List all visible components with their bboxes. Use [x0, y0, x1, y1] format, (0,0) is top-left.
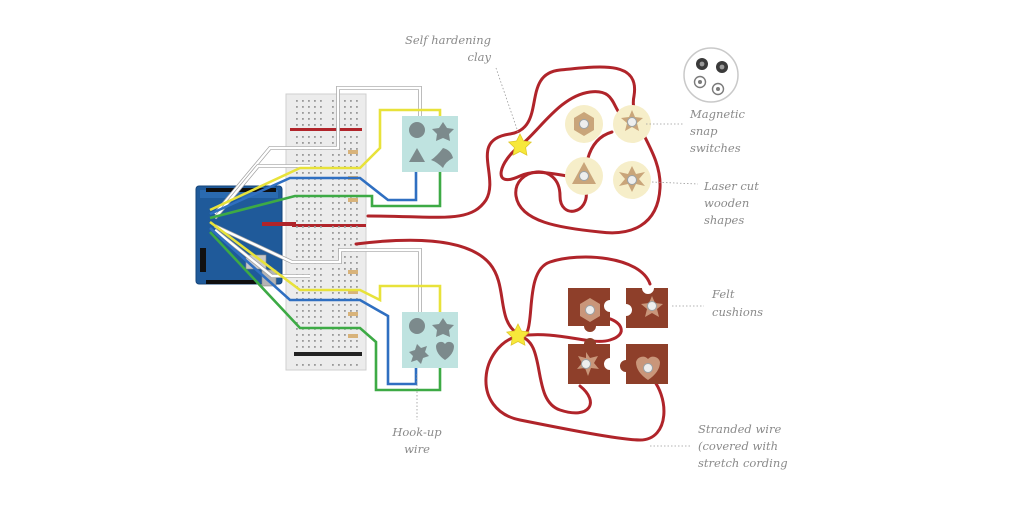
svg-text:stretch cording: stretch cording — [698, 456, 788, 470]
svg-text:wire: wire — [404, 442, 430, 456]
svg-text:snap: snap — [690, 124, 718, 138]
label-hookup-wire: Hook-up wire — [391, 425, 442, 456]
star-junction-icon-bottom — [505, 323, 531, 346]
breadboard — [285, 93, 367, 371]
svg-text:clay: clay — [468, 50, 492, 64]
svg-text:Self hardening: Self hardening — [405, 33, 491, 47]
label-stranded-wire: Stranded wire (covered with stretch cord… — [698, 422, 788, 470]
leader-lines — [416, 67, 704, 447]
svg-text:Laser cut: Laser cut — [703, 179, 759, 193]
svg-text:Magnetic: Magnetic — [689, 107, 746, 121]
laser-cut-wooden-shapes — [565, 105, 651, 199]
label-laser-cut-wooden-shapes: Laser cut wooden shapes — [703, 179, 759, 227]
svg-text:wooden: wooden — [704, 196, 749, 210]
label-felt-cushions: Felt cushions — [711, 287, 763, 319]
svg-text:(covered with: (covered with — [698, 439, 778, 453]
label-self-hardening-clay: Self hardening clay — [405, 33, 492, 64]
felt-cushions — [568, 288, 668, 384]
label-magnetic-snap-switches: Magnetic snap switches — [689, 107, 746, 155]
svg-text:Hook-up: Hook-up — [391, 425, 442, 439]
hookup-wires — [209, 86, 442, 392]
switch-pad-top — [402, 116, 458, 172]
svg-text:Felt: Felt — [711, 287, 735, 301]
magnetic-snap-icon — [683, 47, 739, 103]
svg-text:switches: switches — [690, 141, 741, 155]
svg-text:cushions: cushions — [712, 305, 763, 319]
svg-text:shapes: shapes — [704, 213, 744, 227]
switch-pad-bottom — [402, 312, 458, 368]
svg-text:Stranded wire: Stranded wire — [698, 422, 781, 436]
star-junction-icon-top — [507, 133, 533, 156]
